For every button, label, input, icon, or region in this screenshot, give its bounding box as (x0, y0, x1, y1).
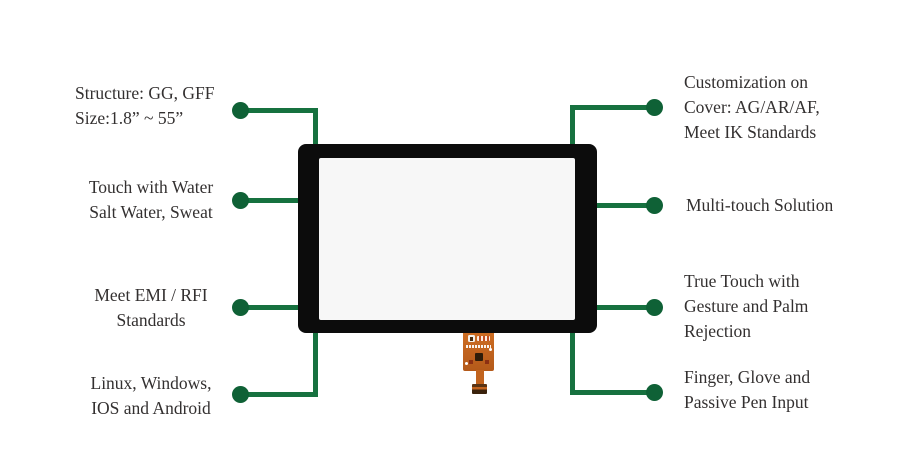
connector-line (570, 331, 575, 395)
touch-panel-bezel (298, 144, 597, 333)
fpc-logo-icon (468, 335, 475, 342)
fpc-ic-chip (475, 353, 483, 361)
feature-text-line: Touch with Water (88, 177, 214, 197)
fpc-alignment-hole (465, 362, 468, 365)
feature-text-line: Standards (116, 310, 186, 330)
feature-input-types: Finger, Glove and Passive Pen Input (684, 365, 810, 415)
connector-dot-icon (232, 192, 249, 209)
connector-line (313, 331, 318, 397)
feature-text-line: Multi-touch Solution (686, 195, 834, 215)
feature-os-support: Linux, Windows, IOS and Android (60, 371, 242, 421)
feature-text-line: IOS and Android (91, 398, 211, 418)
feature-text-line: Cover: AG/AR/AF, (684, 97, 820, 117)
fpc-component-dot (485, 360, 489, 364)
feature-text-line: Customization on (684, 72, 808, 92)
feature-palm-rejection: True Touch with Gesture and Palm Rejecti… (684, 269, 808, 344)
connector-dot-icon (232, 299, 249, 316)
feature-text-line: Gesture and Palm (684, 296, 809, 316)
connector-line (240, 392, 318, 397)
feature-text-line: Rejection (684, 321, 752, 341)
feature-text-line: Finger, Glove and (684, 367, 811, 387)
feature-text-line: Meet EMI / RFI (94, 285, 208, 305)
feature-text-line: Passive Pen Input (684, 392, 809, 412)
connector-line (570, 390, 654, 395)
feature-text-line: Salt Water, Sweat (89, 202, 213, 222)
connector-line (313, 108, 318, 148)
connector-dot-icon (646, 99, 663, 116)
fpc-cable-tab (463, 332, 494, 371)
feature-text-line: Linux, Windows, (90, 373, 212, 393)
touch-panel-screen (319, 158, 575, 320)
connector-line (240, 198, 303, 203)
connector-dot-icon (646, 299, 663, 316)
feature-text-line: True Touch with (684, 271, 800, 291)
feature-multi-touch: Multi-touch Solution (686, 193, 833, 218)
connector-line (594, 203, 655, 208)
feature-text-line: Size:1.8” ~ 55” (75, 108, 184, 128)
connector-line (594, 305, 655, 310)
feature-text-line: Structure: GG, GFF (75, 83, 215, 103)
connector-dot-icon (232, 102, 249, 119)
feature-water-touch: Touch with Water Salt Water, Sweat (60, 175, 242, 225)
fpc-end-connector (472, 384, 487, 394)
connector-dot-icon (646, 384, 663, 401)
connector-line (240, 108, 318, 113)
fpc-component-dot (469, 360, 473, 364)
feature-structure-size: Structure: GG, GFF Size:1.8” ~ 55” (75, 81, 215, 131)
feature-emi-rfi: Meet EMI / RFI Standards (60, 283, 242, 333)
connector-dot-icon (232, 386, 249, 403)
feature-text-line: Meet IK Standards (684, 122, 817, 142)
fpc-part-number-marking (466, 345, 491, 348)
connector-line (570, 105, 654, 110)
fpc-logo-text-marking (477, 336, 490, 341)
fpc-alignment-hole (489, 348, 492, 351)
connector-line (240, 305, 303, 310)
feature-cover-customization: Customization on Cover: AG/AR/AF, Meet I… (684, 70, 820, 145)
connector-line (570, 105, 575, 148)
connector-dot-icon (646, 197, 663, 214)
fpc-cable-neck (476, 370, 484, 385)
